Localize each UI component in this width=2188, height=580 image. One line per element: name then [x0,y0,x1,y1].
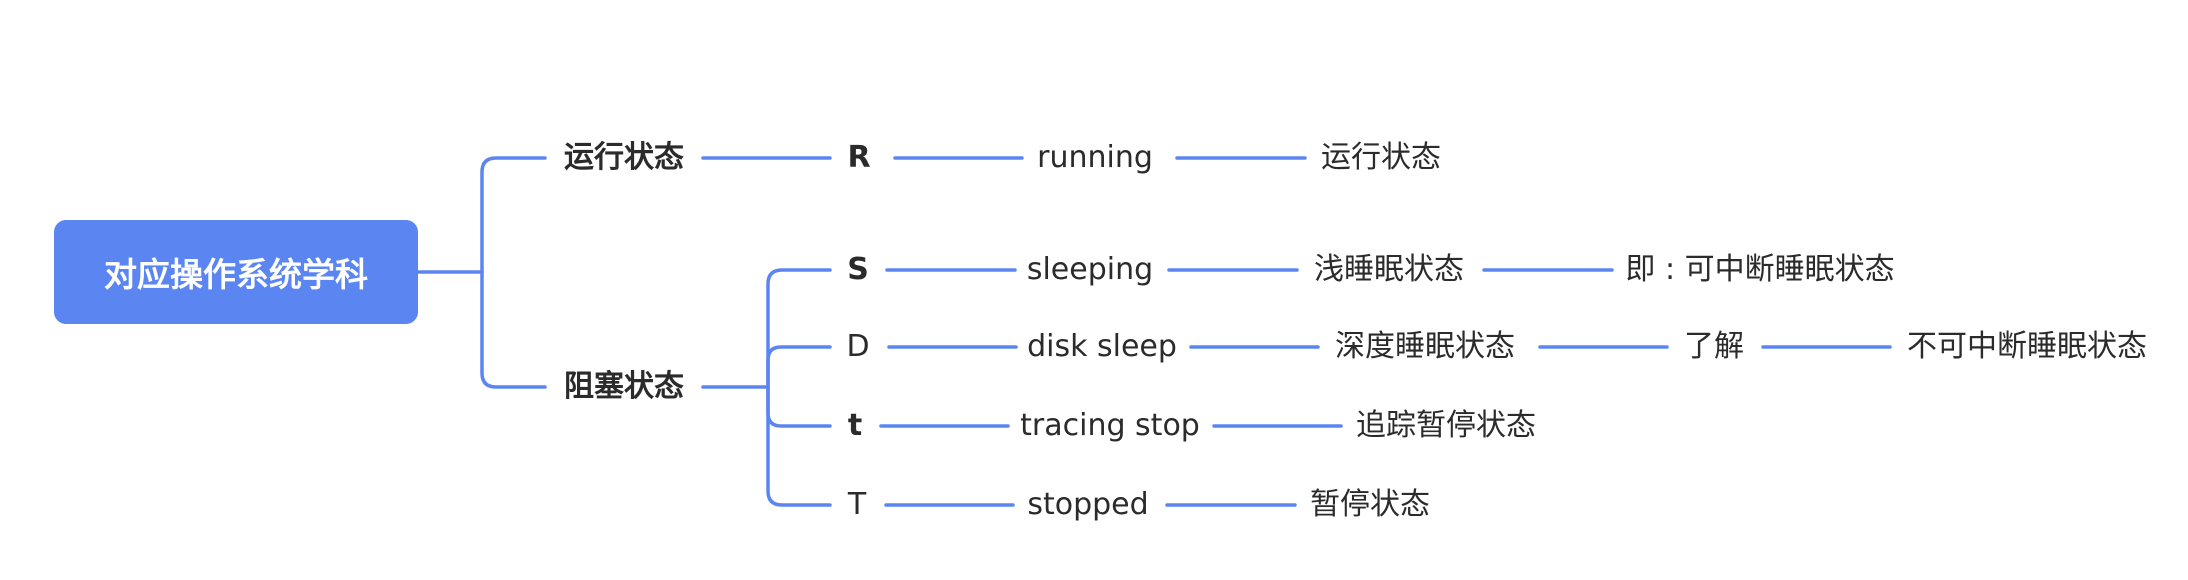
state-code-D[interactable]: D [846,329,870,364]
state-name-disk-sleep[interactable]: disk sleep [1027,329,1177,364]
state-desc-tracing-stop[interactable]: 追踪暂停状态 [1356,408,1536,443]
state-extra-disk-sleep[interactable]: 了解 [1684,329,1744,364]
state-code-R[interactable]: R [847,140,871,175]
connector-root-branch-blocked [480,270,547,389]
root-node[interactable]: 对应操作系统学科 [54,220,418,324]
state-code-T[interactable]: T [847,487,867,522]
state-desc-running[interactable]: 运行状态 [1321,140,1441,175]
connector-blocked-d [766,345,832,389]
connector-root-branch-running [480,156,547,274]
state-name-stopped[interactable]: stopped [1027,487,1149,522]
connector-blocked-T [766,385,832,507]
state-code-S[interactable]: S [847,252,869,287]
state-name-sleeping[interactable]: sleeping [1026,252,1154,287]
state-name-tracing-stop[interactable]: tracing stop [1020,408,1200,443]
state-code-t[interactable]: t [847,408,863,443]
root-node-label: 对应操作系统学科 [104,255,368,294]
state-desc-disk-sleep[interactable]: 深度睡眠状态 [1335,329,1515,364]
state-name-running[interactable]: running [1037,140,1153,175]
branch-running-state[interactable]: 运行状态 [564,140,684,175]
connector-blocked-s [766,268,832,389]
state-extra-sleeping[interactable]: 即 : 可中断睡眠状态 [1625,252,1895,287]
connector-blocked-t [766,385,832,428]
state-extra2-disk-sleep[interactable]: 不可中断睡眠状态 [1907,329,2147,364]
state-desc-sleeping[interactable]: 浅睡眠状态 [1314,252,1464,287]
branch-blocked-state[interactable]: 阻塞状态 [564,369,684,404]
state-desc-stopped[interactable]: 暂停状态 [1310,487,1430,522]
